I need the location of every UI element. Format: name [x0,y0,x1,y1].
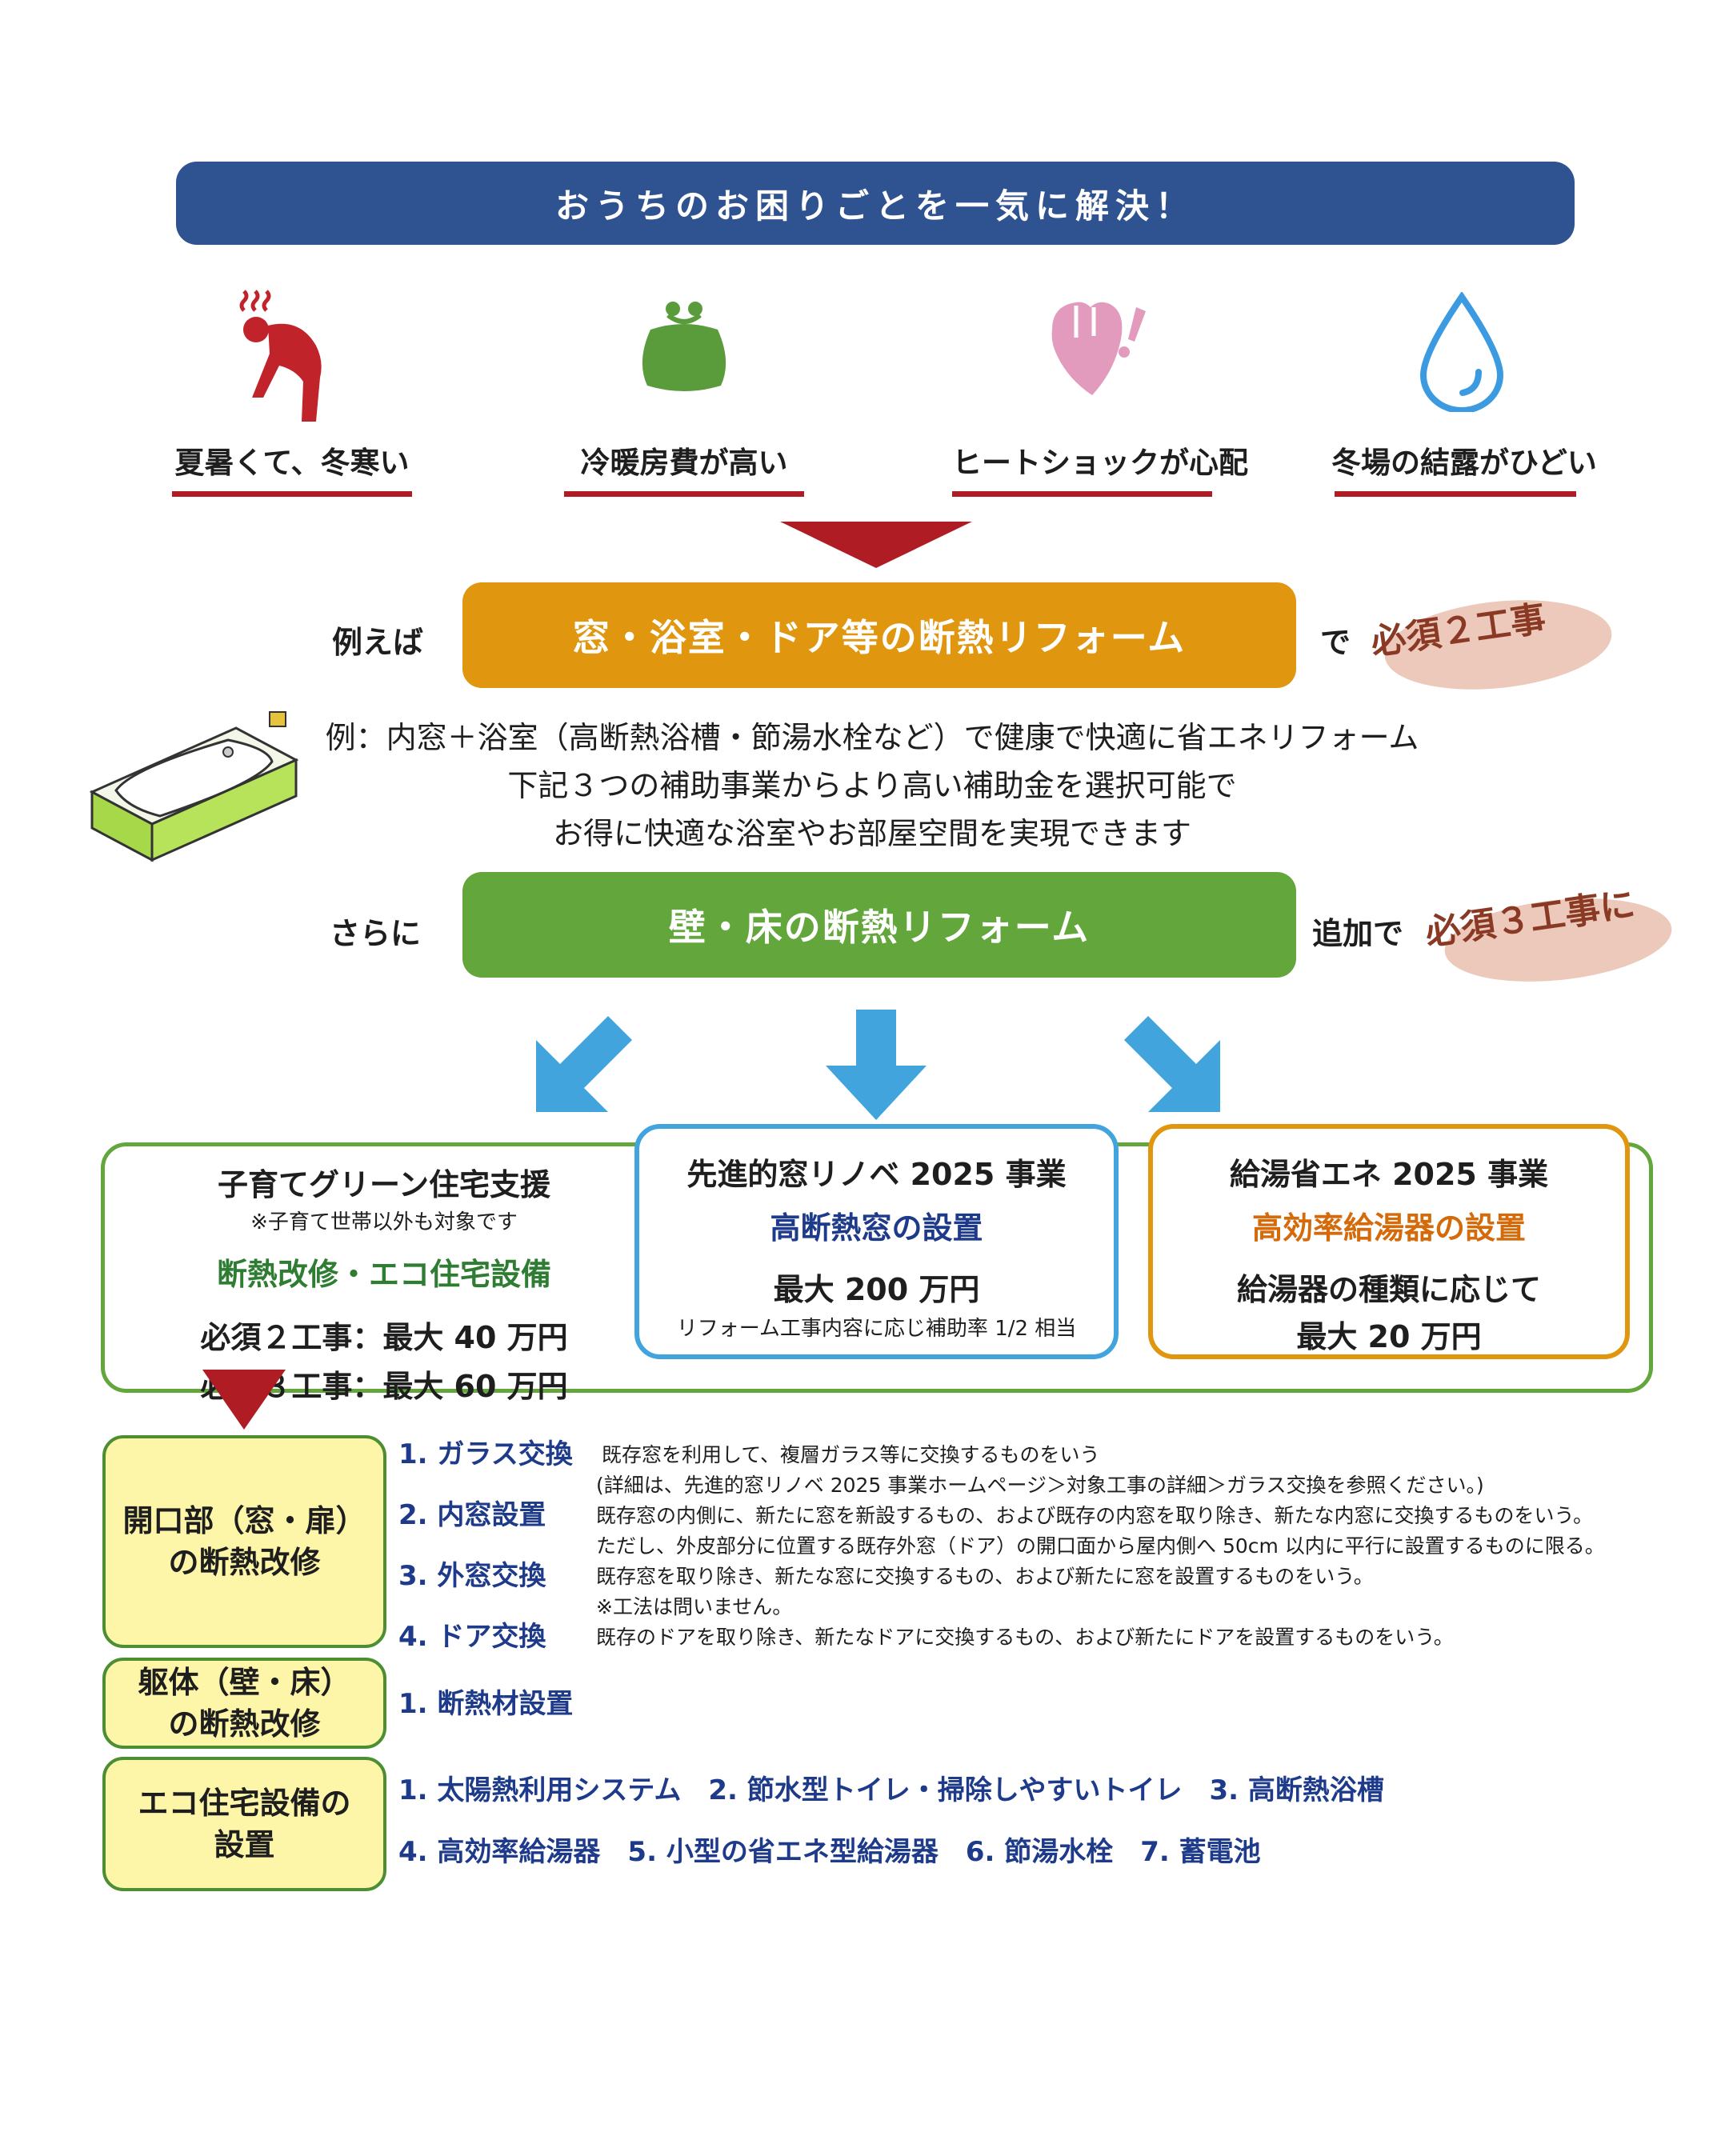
description-line: 下記３つの補助事業からより高い補助金を選択可能で [507,768,1237,803]
program-note: リフォーム工事内容に応じ補助率 1/2 相当 [676,1317,1077,1341]
description: 例：内窓＋浴室（高断熱浴槽・節湯水栓など）で健康で快適に省エネリフォーム 下記３… [304,714,1440,858]
work-item: 4. ドア交換 [398,1621,546,1653]
underline [1335,491,1576,497]
coin-purse-icon [636,298,764,426]
program-amount: 最大 200 万円 [773,1272,980,1307]
category-eco: エコ住宅設備の設置 [102,1757,386,1891]
work-item: 3. 外窓交換 [398,1560,546,1592]
step1-suffix: で [1320,625,1351,660]
down-triangle-icon [202,1370,286,1433]
step1-pill: 窓・浴室・ドア等の断熱リフォーム [462,582,1296,688]
work-item: 1. 断熱材設置 [398,1688,574,1720]
heart-alert-icon [1036,298,1164,426]
eco-items-row: 1. 太陽熱利用システム 2. 節水型トイレ・掃除しやすいトイレ 3. 高断熱浴… [398,1774,1384,1806]
green-program: 子育てグリーン住宅支援 ※子育て世帯以外も対象です 断熱改修・エコ住宅設備 必須… [120,1160,648,1406]
step1-prefix: 例えば [332,625,424,660]
eco-items-row: 4. 高効率給湯器 5. 小型の省エネ型給湯器 6. 節湯水栓 7. 蓄電池 [398,1836,1261,1868]
person-hot-icon [228,282,356,422]
window-program: 先進的窓リノベ 2025 事業 高断熱窓の設置 最大 200 万円 リフォーム工… [639,1150,1114,1342]
work-detail: 既存窓の内側に、新たに窓を新設するもの、および既存の内窓を取り除き、新たな内窓に… [596,1504,1594,1527]
problem-label: 夏暑くて、冬寒い [174,446,410,480]
category-opening: 開口部（窓・扉） の断熱改修 [102,1435,386,1648]
description-line: 例：内窓＋浴室（高断熱浴槽・節湯水栓など）で健康で快適に省エネリフォーム [325,720,1419,755]
underline [952,491,1212,497]
water-program: 給湯省エネ 2025 事業 高効率給湯器の設置 給湯器の種類に応じて 最大 20… [1153,1150,1625,1356]
program-subtitle: 断熱改修・エコ住宅設備 [216,1257,551,1292]
work-detail: ※工法は問いません。 [596,1595,793,1618]
bathtub-icon [84,704,300,867]
program-subtitle: 高効率給湯器の設置 [1251,1210,1526,1246]
arrow-down-icon [824,1010,928,1125]
down-triangle-icon [780,522,972,571]
arrow-down-left-icon [532,1012,636,1119]
step2-suffix: 追加で [1312,916,1404,951]
program-amount: 必須２工事：最大 40 万円 [200,1320,568,1355]
program-note: ※子育て世帯以外も対象です [250,1210,518,1234]
work-detail: 既存のドアを取り除き、新たなドアに交換するもの、および新たにドアを設置するものを… [596,1626,1454,1649]
step2-prefix: さらに [330,916,422,951]
program-title: 先進的窓リノベ 2025 事業 [686,1157,1067,1192]
problem-label: 冬場の結露がひどい [1331,446,1597,480]
program-amount: 給湯器の種類に応じて [1236,1272,1541,1307]
description-line: お得に快適な浴室やお部屋空間を実現できます [552,816,1191,851]
work-detail: 既存窓を利用して、複層ガラス等に交換するものをいう [602,1443,1100,1466]
work-detail: 既存窓を取り除き、新たな窓に交換するもの、および新たに窓を設置するものをいう。 [596,1565,1374,1588]
water-drop-icon [1418,290,1546,420]
program-title: 子育てグリーン住宅支援 [217,1167,551,1202]
category-label: 設置 [214,1827,275,1862]
title-banner: おうちのお困りごとを一気に解決！ [176,162,1575,245]
program-subtitle: 高断熱窓の設置 [770,1210,983,1246]
work-item: 2. 内窓設置 [398,1499,546,1531]
window-program-box [634,1124,1119,1359]
problem-label: ヒートショックが心配 [952,446,1248,480]
water-program-box [1148,1124,1630,1359]
program-amount: 最大 20 万円 [1296,1319,1482,1354]
work-detail: (詳細は、先進的窓リノベ 2025 事業ホームページ＞対象工事の詳細＞ガラス交換… [596,1474,1484,1497]
category-label: 躯体（壁・床） [138,1665,351,1700]
arrow-down-right-icon [1120,1012,1224,1119]
underline [564,491,804,497]
program-title: 給湯省エネ 2025 事業 [1229,1157,1549,1192]
category-label: 開口部（窓・扉） [122,1503,366,1538]
underline [172,491,412,497]
problem-label: 冷暖房費が高い [580,446,788,480]
program-amount: 必須３工事：最大 60 万円 [200,1369,568,1404]
category-label: エコ住宅設備の [138,1786,351,1821]
category-label: の断熱改修 [168,1706,321,1742]
step2-pill: 壁・床の断熱リフォーム [462,872,1296,978]
category-body: 躯体（壁・床） の断熱改修 [102,1658,386,1749]
category-label: の断熱改修 [168,1545,321,1580]
work-item: 1. ガラス交換 [398,1438,573,1470]
work-detail: ただし、外皮部分に位置する既存外窓（ドア）の開口面から屋内側へ 50cm 以内に… [596,1534,1605,1558]
